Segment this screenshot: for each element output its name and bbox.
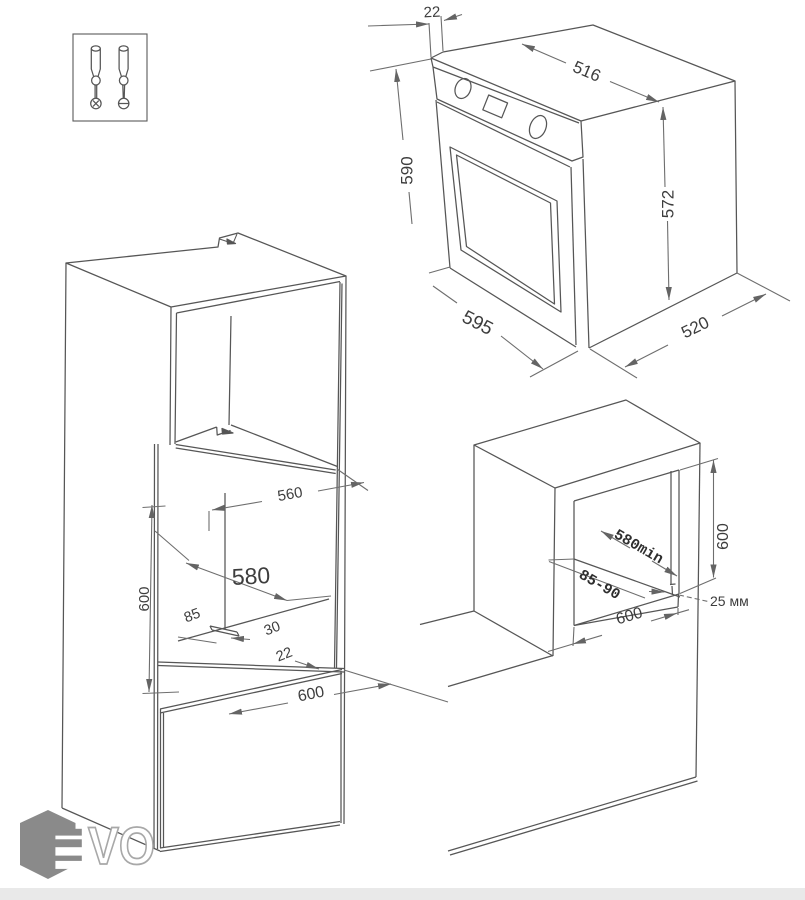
svg-text:600: 600 — [296, 684, 326, 706]
svg-text:520: 520 — [678, 313, 712, 343]
svg-text:25 мм: 25 мм — [710, 593, 749, 609]
svg-text:590: 590 — [398, 156, 417, 184]
svg-text:560: 560 — [276, 484, 304, 505]
svg-text:600: 600 — [614, 605, 644, 629]
svg-text:580min: 580min — [611, 526, 666, 568]
svg-text:85-90: 85-90 — [576, 567, 623, 604]
svg-text:600: 600 — [136, 586, 153, 611]
svg-text:572: 572 — [659, 190, 678, 218]
svg-text:30: 30 — [262, 619, 283, 640]
svg-text:22: 22 — [423, 4, 441, 22]
svg-text:VO: VO — [88, 817, 155, 876]
svg-text:580: 580 — [231, 562, 271, 590]
svg-text:600: 600 — [715, 523, 732, 550]
svg-text:85: 85 — [182, 606, 203, 627]
svg-text:516: 516 — [570, 57, 604, 86]
svg-text:595: 595 — [458, 307, 496, 340]
svg-text:22: 22 — [274, 645, 295, 666]
